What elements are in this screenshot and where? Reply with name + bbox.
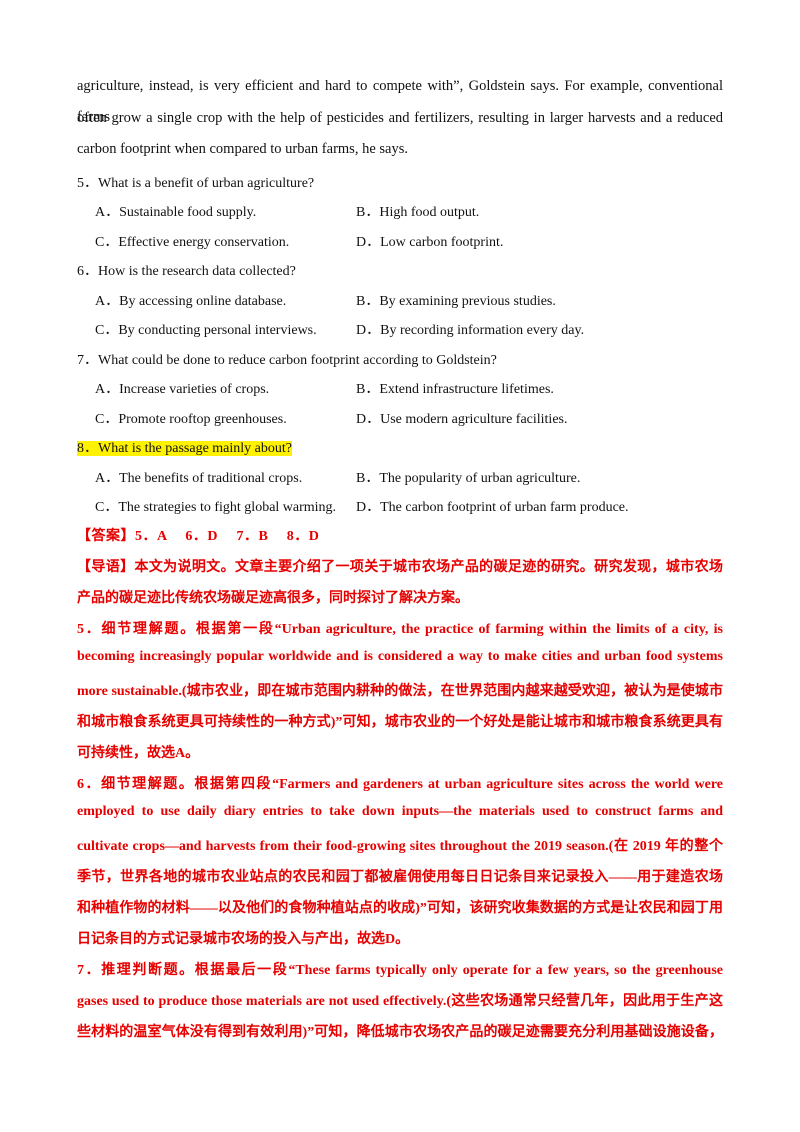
explanation-line: more sustainable.(城市农业，即在城市范围内耕种的做法，在世界范… bbox=[77, 684, 723, 699]
option-c: C．Promote rooftop greenhouses. bbox=[95, 412, 287, 427]
explanation-line: 产品的碳足迹比传统农场碳足迹高很多，同时探讨了解决方案。 bbox=[77, 591, 469, 606]
explanation-line: 和种植作物的材料——以及他们的食物种植站点的收成)”可知，该研究收集数据的方式是… bbox=[77, 901, 723, 916]
option-a: A．The benefits of traditional crops. bbox=[95, 471, 303, 486]
option-a: A．Increase varieties of crops. bbox=[95, 382, 270, 397]
explanation-line: 7．推理判断题。根据最后一段“These farms typically onl… bbox=[77, 963, 723, 978]
option-a: A．By accessing online database. bbox=[95, 294, 287, 309]
option-d: D．The carbon footprint of urban farm pro… bbox=[356, 500, 629, 515]
question-stem: 7．What could be done to reduce carbon fo… bbox=[77, 353, 497, 368]
option-c: C．By conducting personal interviews. bbox=[95, 323, 317, 338]
explanation-line: 日记条目的方式记录城市农场的投入与产出，故选D。 bbox=[77, 932, 410, 947]
option-b: B．Extend infrastructure lifetimes. bbox=[356, 382, 554, 397]
option-b: B．By examining previous studies. bbox=[356, 294, 556, 309]
explanation-line: employed to use daily diary entries to t… bbox=[77, 804, 723, 819]
answer-key: 【答案】5．A 6．D 7．B 8．D bbox=[77, 529, 320, 544]
explanation-line: cultivate crops—and harvests from their … bbox=[77, 839, 723, 854]
passage-line: often grow a single crop with the help o… bbox=[77, 110, 723, 126]
question-stem: 5．What is a benefit of urban agriculture… bbox=[77, 176, 315, 191]
question-stem-highlighted: 8．What is the passage mainly about? bbox=[77, 437, 292, 457]
explanation-line: gases used to produce those materials ar… bbox=[77, 994, 723, 1009]
explanation-line: 季节，世界各地的城市农业站点的农民和园丁都被雇佣使用每日日记条目来记录投入——用… bbox=[77, 870, 723, 885]
option-d: D．Use modern agriculture facilities. bbox=[356, 412, 568, 427]
option-c: C．The strategies to fight global warming… bbox=[95, 500, 337, 515]
passage-line: carbon footprint when compared to urban … bbox=[77, 141, 408, 157]
passage-line: agriculture, instead, is very efficient … bbox=[77, 78, 723, 125]
question-stem: 6．How is the research data collected? bbox=[77, 264, 296, 279]
explanation-line: 可持续性，故选A。 bbox=[77, 746, 200, 761]
option-a: A．Sustainable food supply. bbox=[95, 205, 257, 220]
highlight: 8．What is the passage mainly about? bbox=[77, 441, 292, 456]
option-b: B．High food output. bbox=[356, 205, 480, 220]
explanation-line: 【导语】本文为说明文。文章主要介绍了一项关于城市农场产品的碳足迹的研究。研究发现… bbox=[77, 560, 723, 575]
explanation-line: 和城市粮食系统更具可持续性的一种方式)”可知，城市农业的一个好处是能让城市和城市… bbox=[77, 715, 723, 730]
option-c: C．Effective energy conservation. bbox=[95, 235, 290, 250]
option-d: D．By recording information every day. bbox=[356, 323, 585, 338]
option-b: B．The popularity of urban agriculture. bbox=[356, 471, 581, 486]
explanation-line: 些材料的温室气体没有得到有效利用)”可知，降低城市农场农产品的碳足迹需要充分利用… bbox=[77, 1025, 723, 1040]
explanation-line: 5．细节理解题。根据第一段“Urban agriculture, the pra… bbox=[77, 622, 723, 637]
option-d: D．Low carbon footprint. bbox=[356, 235, 504, 250]
explanation-line: becoming increasingly popular worldwide … bbox=[77, 649, 723, 664]
explanation-line: 6．细节理解题。根据第四段“Farmers and gardeners at u… bbox=[77, 777, 723, 792]
